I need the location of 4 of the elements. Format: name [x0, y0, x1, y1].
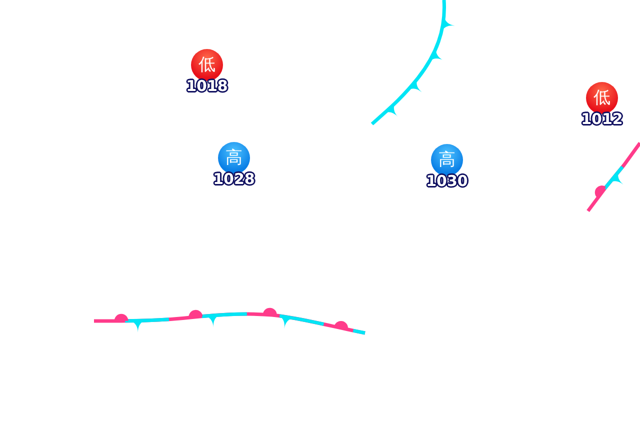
pressure-value: 1028 [212, 171, 256, 187]
pressure-value: 1030 [425, 173, 470, 189]
pressure-value: 1018 [185, 78, 230, 94]
pressure-value: 1012 [580, 111, 624, 127]
